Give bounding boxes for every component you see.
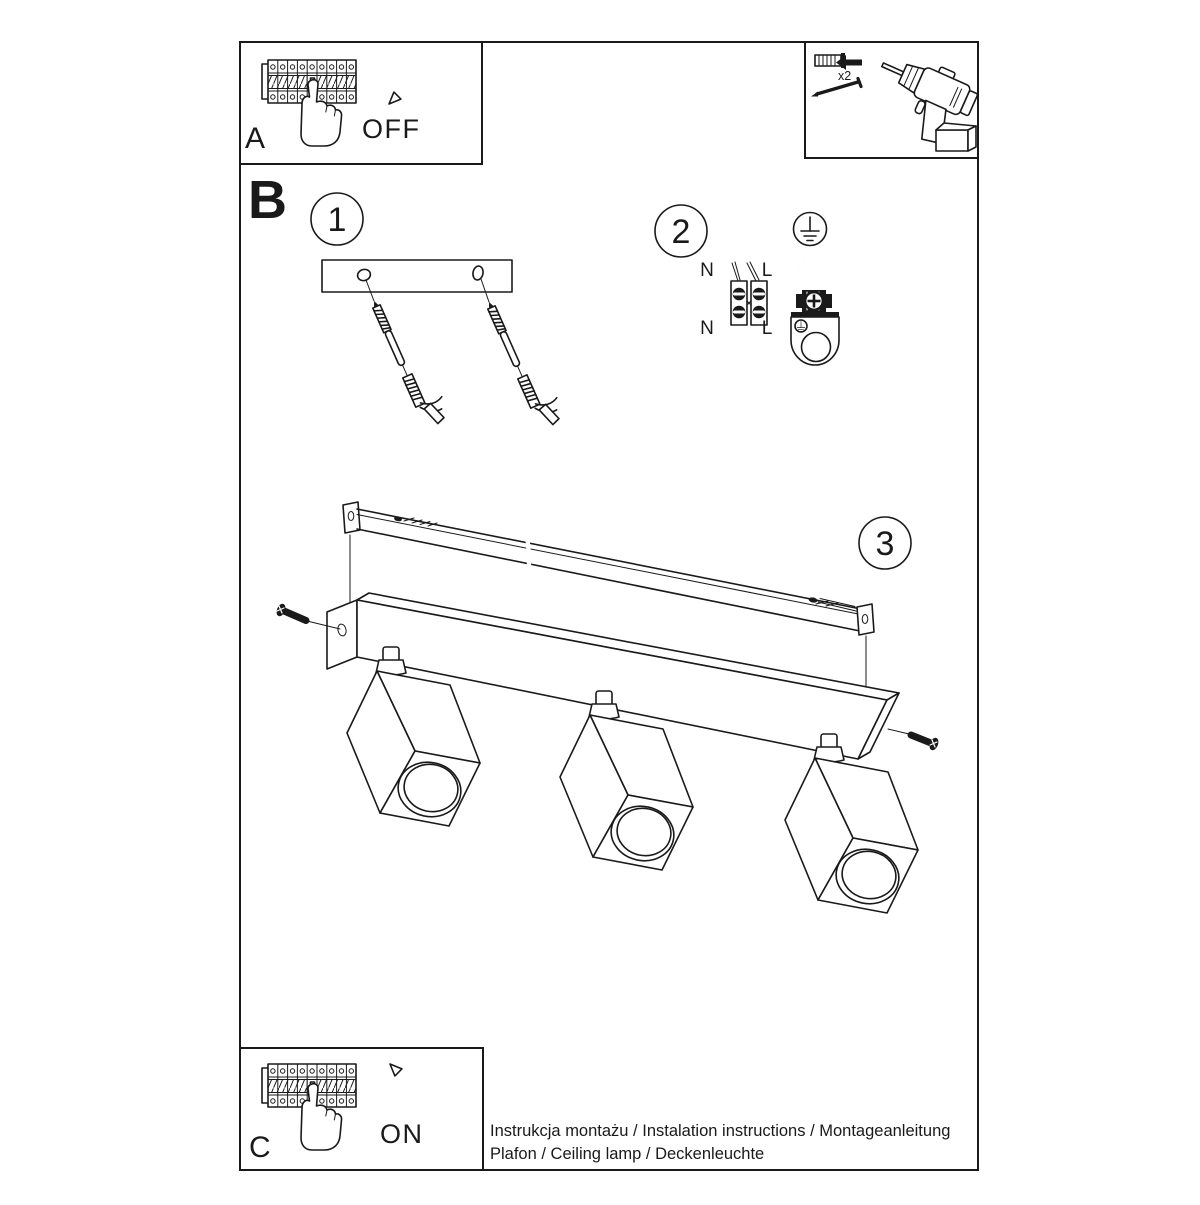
box-a-border (239, 41, 483, 165)
mounting-screw-right (887, 728, 939, 751)
box-c-label: C (249, 1131, 271, 1164)
lamp-base (326, 592, 900, 760)
step-2-circle (654, 204, 708, 258)
step-1-circle (310, 192, 364, 246)
anchor-screw-icon-right (483, 291, 567, 431)
step-1-mounting-anchors: 1 (310, 192, 567, 431)
power-off-step: A OFF (245, 55, 421, 155)
step-1-number: 1 (328, 201, 347, 239)
footer-line-1: Instrukcja montażu / Instalation instruc… (490, 1122, 950, 1140)
spotlight-cube-1 (346, 670, 481, 827)
wire-n-bottom-label: N (700, 318, 714, 339)
arrow-up-icon (389, 1063, 411, 1114)
box-c-border (239, 1047, 484, 1171)
wall-plug-icon (814, 53, 862, 70)
footer-line-2: Plafon / Ceiling lamp / Deckenleuchte (490, 1145, 764, 1163)
plug-quantity-label: x2 (838, 69, 851, 83)
drill-battery (935, 122, 977, 152)
power-on-step: C ON (249, 1063, 424, 1164)
off-label: OFF (362, 114, 421, 144)
mounting-strip (321, 259, 513, 293)
step-2-wiring: 2 N L N L (654, 197, 840, 388)
page-frame (239, 41, 979, 1171)
spotlight-cube-3 (784, 757, 919, 914)
power-cable (524, 533, 538, 638)
ground-symbol-icon (792, 211, 828, 247)
drill-icon (881, 62, 979, 152)
screw-icon (811, 76, 863, 97)
anchor-screw-icon-left (368, 290, 452, 430)
tools-needed: x2 (811, 53, 979, 152)
mounting-screw-left (276, 603, 341, 630)
ground-clamp-icon (790, 290, 840, 366)
wire-n-top-label: N (700, 260, 714, 281)
terminal-block-icon (730, 280, 768, 326)
step-3-number: 3 (876, 525, 895, 563)
section-b-label: B (248, 170, 287, 230)
ceiling-bracket (342, 501, 875, 636)
ground-wire (796, 250, 808, 285)
step-2-number: 2 (672, 213, 691, 251)
supply-cable (731, 197, 760, 282)
strip-hole-right (472, 265, 484, 281)
box-a-label: A (245, 122, 265, 155)
on-label: ON (380, 1119, 424, 1149)
output-cable (737, 325, 761, 388)
wire-l-bottom-label: L (762, 318, 773, 339)
wire-l-top-label: L (762, 260, 773, 281)
spotlight-cube-2 (559, 714, 694, 871)
step-3-circle (858, 516, 912, 570)
footer: Instrukcja montażu / Instalation instruc… (490, 1122, 950, 1163)
arrow-down-icon (388, 55, 410, 105)
tools-box-border (804, 41, 979, 159)
step-3-assembly: 3 (276, 501, 939, 914)
